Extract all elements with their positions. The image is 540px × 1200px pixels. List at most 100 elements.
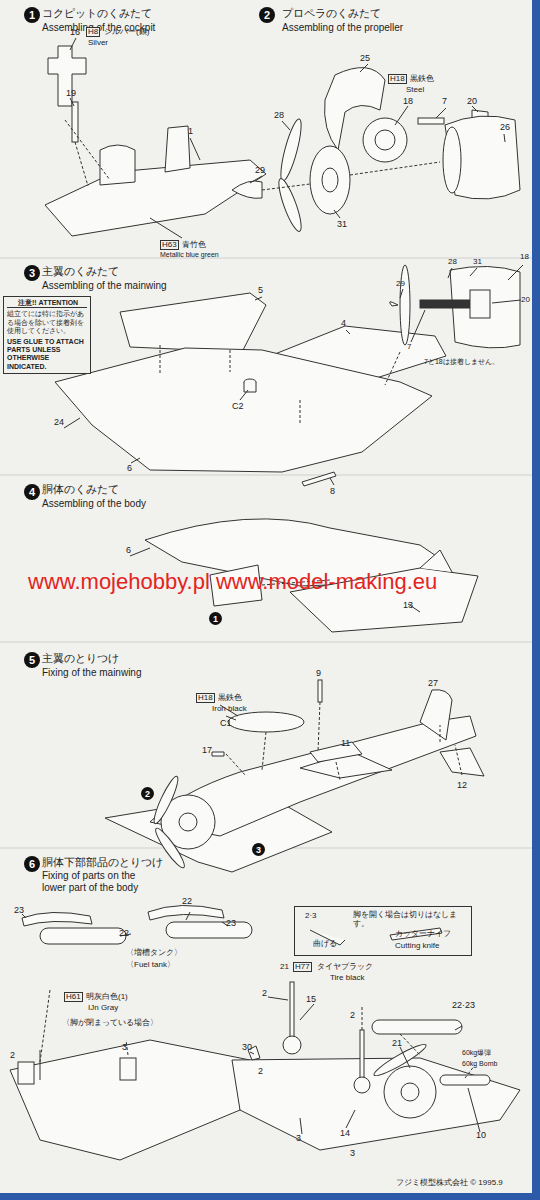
note-text: 7と18は接着しません。 xyxy=(424,358,499,366)
step-digit: 3 xyxy=(29,267,35,279)
callout-number: 3 xyxy=(122,1042,127,1052)
callout-number: 4 xyxy=(341,318,346,328)
callout-number: 31 xyxy=(473,257,482,266)
callout-number: 20 xyxy=(467,96,477,106)
step-number: 5 xyxy=(24,652,40,668)
callout-number: 6 xyxy=(126,545,131,555)
callout-number: 29 xyxy=(255,165,265,175)
paint-code: H61 xyxy=(64,992,83,1002)
paint-code: H8 xyxy=(86,27,100,37)
callout-number: 10 xyxy=(476,1130,486,1140)
callout-number: 21 xyxy=(392,1038,402,1048)
callout-number: 12 xyxy=(457,780,467,790)
callout-number: 27 xyxy=(428,678,438,688)
callout-number: 23 xyxy=(226,918,236,928)
step-digit: 1 xyxy=(29,9,35,21)
paint-code: H18 xyxy=(196,693,215,703)
step-number: 1 xyxy=(24,7,40,23)
step-number: 6 xyxy=(24,856,40,872)
note-text: 60kg爆弾 xyxy=(462,1049,491,1057)
note-text: 〈Fuel tank〉 xyxy=(126,960,175,969)
attention-box: 注意!! ATTENTION 組立てには特に指示がある場合を除いて接着剤を使用して… xyxy=(3,296,91,374)
callout-number: 19 xyxy=(66,88,76,98)
note-text: タイヤブラック xyxy=(317,962,373,971)
note-text: 〈脚が閉まっている場合〉 xyxy=(62,1018,158,1027)
callout-number: 17 xyxy=(202,745,212,755)
callout-number: 23 xyxy=(14,905,24,915)
step-number: 2 xyxy=(259,7,275,23)
callout-number: C2 xyxy=(232,401,244,411)
note-text: Fixing of the mainwing xyxy=(42,667,142,679)
callout-number: 3 xyxy=(350,1148,355,1158)
callout-number: 2 xyxy=(262,988,267,998)
callout-number: 2 xyxy=(258,1066,263,1076)
note-text: 青竹色 xyxy=(182,240,206,249)
callout-number: 30 xyxy=(242,1042,252,1052)
callout-number: 5 xyxy=(258,285,263,295)
inset-note: 脚を開く場合は切りはなします。 xyxy=(353,910,465,928)
callout-number: 24 xyxy=(54,417,64,427)
callout-number: 15 xyxy=(306,994,316,1004)
callout-number: 14 xyxy=(340,1128,350,1138)
note-text: Steel xyxy=(406,85,424,94)
callout-number: 16 xyxy=(70,27,80,37)
callout-number: 31 xyxy=(337,219,347,229)
callout-number: 29 xyxy=(396,279,405,288)
callout-number: C1 xyxy=(220,718,232,728)
callout-number: 7 xyxy=(442,96,447,106)
step-digit: 5 xyxy=(29,654,35,666)
note-text: Tire black xyxy=(330,973,364,982)
callout-number: 22 xyxy=(182,896,192,906)
callout-number: 2 xyxy=(350,1010,355,1020)
callout-number: 28 xyxy=(274,110,284,120)
callout-number: 26 xyxy=(500,122,510,132)
subassembly-ref: 3 xyxy=(252,843,265,856)
paint-code: H18 xyxy=(388,74,407,84)
note-text: Iron black xyxy=(212,704,247,713)
step-number: 3 xyxy=(24,265,40,281)
note-text: 22·23 xyxy=(452,1000,475,1010)
callout-number: 28 xyxy=(448,257,457,266)
note-text: Fixing of parts on the lower part of the… xyxy=(42,870,162,893)
callout-number: 20 xyxy=(521,295,530,304)
note-text: 明灰白色(1) xyxy=(86,992,128,1001)
watermark: www.mojehobby.pl www.model-making.eu xyxy=(28,569,437,594)
note-text: Assembling of the propeller xyxy=(282,22,403,34)
callout-number: 7 xyxy=(407,342,411,351)
step-digit: 6 xyxy=(29,858,35,870)
note-text: シルバー(銀) xyxy=(104,27,149,36)
callout-number: 1 xyxy=(188,126,193,136)
note-text: 〈増槽タンク〉 xyxy=(126,948,182,957)
note-text: コクピットのくみたて xyxy=(42,7,152,20)
inset-note: Cutting knife xyxy=(395,941,439,950)
note-text: Silver xyxy=(88,38,108,47)
step-digit: 4 xyxy=(29,486,35,498)
callout-number: 11 xyxy=(341,738,350,748)
callout-number: 9 xyxy=(316,668,321,678)
note-text: 黒鉄色 xyxy=(218,693,242,702)
paint-code: H63 xyxy=(160,240,179,250)
note-text: Assembling of the mainwing xyxy=(42,280,167,292)
note-text: 胴体下部部品のとりつけ xyxy=(42,856,163,869)
subassembly-ref: 1 xyxy=(209,612,222,625)
note-text: 胴体のくみたて xyxy=(42,483,119,496)
callout-number: 2 xyxy=(10,1050,15,1060)
step-digit: 1 xyxy=(213,614,218,624)
attention-text: USE GLUE TO ATTACH PARTS UNLESS OTHERWIS… xyxy=(7,338,87,372)
inset-note: カッターナイフ xyxy=(395,929,451,938)
callout-number: 6 xyxy=(127,463,132,473)
note-text: 主翼のとりつけ xyxy=(42,652,119,665)
step-number: 4 xyxy=(24,484,40,500)
callout-number: 18 xyxy=(520,252,529,261)
note-text: 黒鉄色 xyxy=(410,74,434,83)
paint-code: H77 xyxy=(293,962,312,972)
attention-text: 組立てには特に指示がある場合を除いて接着剤を使用してください。 xyxy=(7,310,87,335)
note-text: Metallic blue green xyxy=(160,251,219,259)
step-digit: 2 xyxy=(145,789,150,799)
note-text: IJn Gray xyxy=(88,1003,118,1012)
inset-detail: 2·3脚を開く場合は切りはなします。曲げるカッターナイフCutting knif… xyxy=(294,906,472,956)
callout-number: 22 xyxy=(119,928,129,938)
callout-number: 3 xyxy=(296,1133,301,1143)
attention-heading: 注意!! ATTENTION xyxy=(7,299,87,308)
inset-note: 2·3 xyxy=(305,911,317,920)
